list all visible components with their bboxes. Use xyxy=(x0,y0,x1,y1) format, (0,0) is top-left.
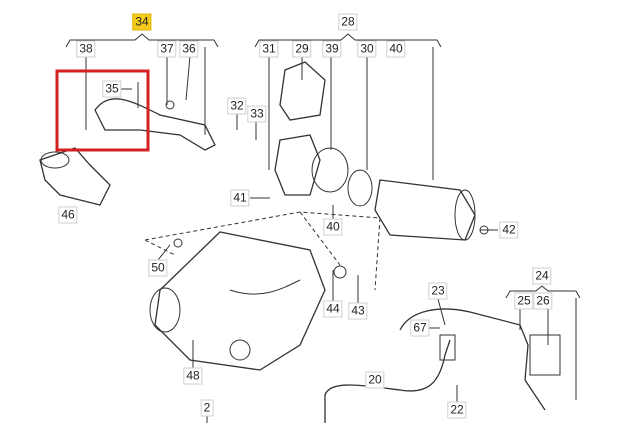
part-label-35[interactable]: 35 xyxy=(102,80,122,98)
part-label-2[interactable]: 2 xyxy=(200,399,214,417)
group-bracket-28 xyxy=(254,33,442,48)
selection-box xyxy=(55,69,150,152)
part-label-32[interactable]: 32 xyxy=(227,97,247,115)
part-label-41[interactable]: 41 xyxy=(230,189,250,207)
part-label-26[interactable]: 26 xyxy=(533,292,553,310)
part-label-48[interactable]: 48 xyxy=(183,367,203,385)
part-label-37[interactable]: 37 xyxy=(157,40,177,58)
part-label-50[interactable]: 50 xyxy=(148,259,168,277)
part-label-40-lower[interactable]: 40 xyxy=(323,218,343,236)
part-label-39[interactable]: 39 xyxy=(322,40,342,58)
group-bracket-34 xyxy=(65,33,219,48)
part-label-30[interactable]: 30 xyxy=(357,40,377,58)
part-label-28[interactable]: 28 xyxy=(338,13,358,31)
part-label-42[interactable]: 42 xyxy=(499,221,519,239)
part-label-34-highlighted[interactable]: 34 xyxy=(132,13,152,31)
part-label-23[interactable]: 23 xyxy=(428,282,448,300)
part-label-36[interactable]: 36 xyxy=(179,40,199,58)
part-label-24[interactable]: 24 xyxy=(532,267,552,285)
part-label-29[interactable]: 29 xyxy=(292,40,312,58)
part-label-20[interactable]: 20 xyxy=(365,371,385,389)
housing-part-46 xyxy=(39,147,111,206)
part-label-44[interactable]: 44 xyxy=(323,300,343,318)
part-label-67[interactable]: 67 xyxy=(410,319,430,337)
part-label-33[interactable]: 33 xyxy=(247,105,267,123)
part-label-43[interactable]: 43 xyxy=(348,302,368,320)
catalytic-converter-48 xyxy=(154,231,326,371)
part-label-25[interactable]: 25 xyxy=(514,292,534,310)
part-label-40[interactable]: 40 xyxy=(386,40,406,58)
group-bracket-24 xyxy=(505,285,581,299)
pipe-part xyxy=(94,98,216,151)
part-label-22[interactable]: 22 xyxy=(447,401,467,419)
part-label-38[interactable]: 38 xyxy=(76,40,96,58)
part-label-31[interactable]: 31 xyxy=(259,40,279,58)
part-label-46[interactable]: 46 xyxy=(58,206,78,224)
